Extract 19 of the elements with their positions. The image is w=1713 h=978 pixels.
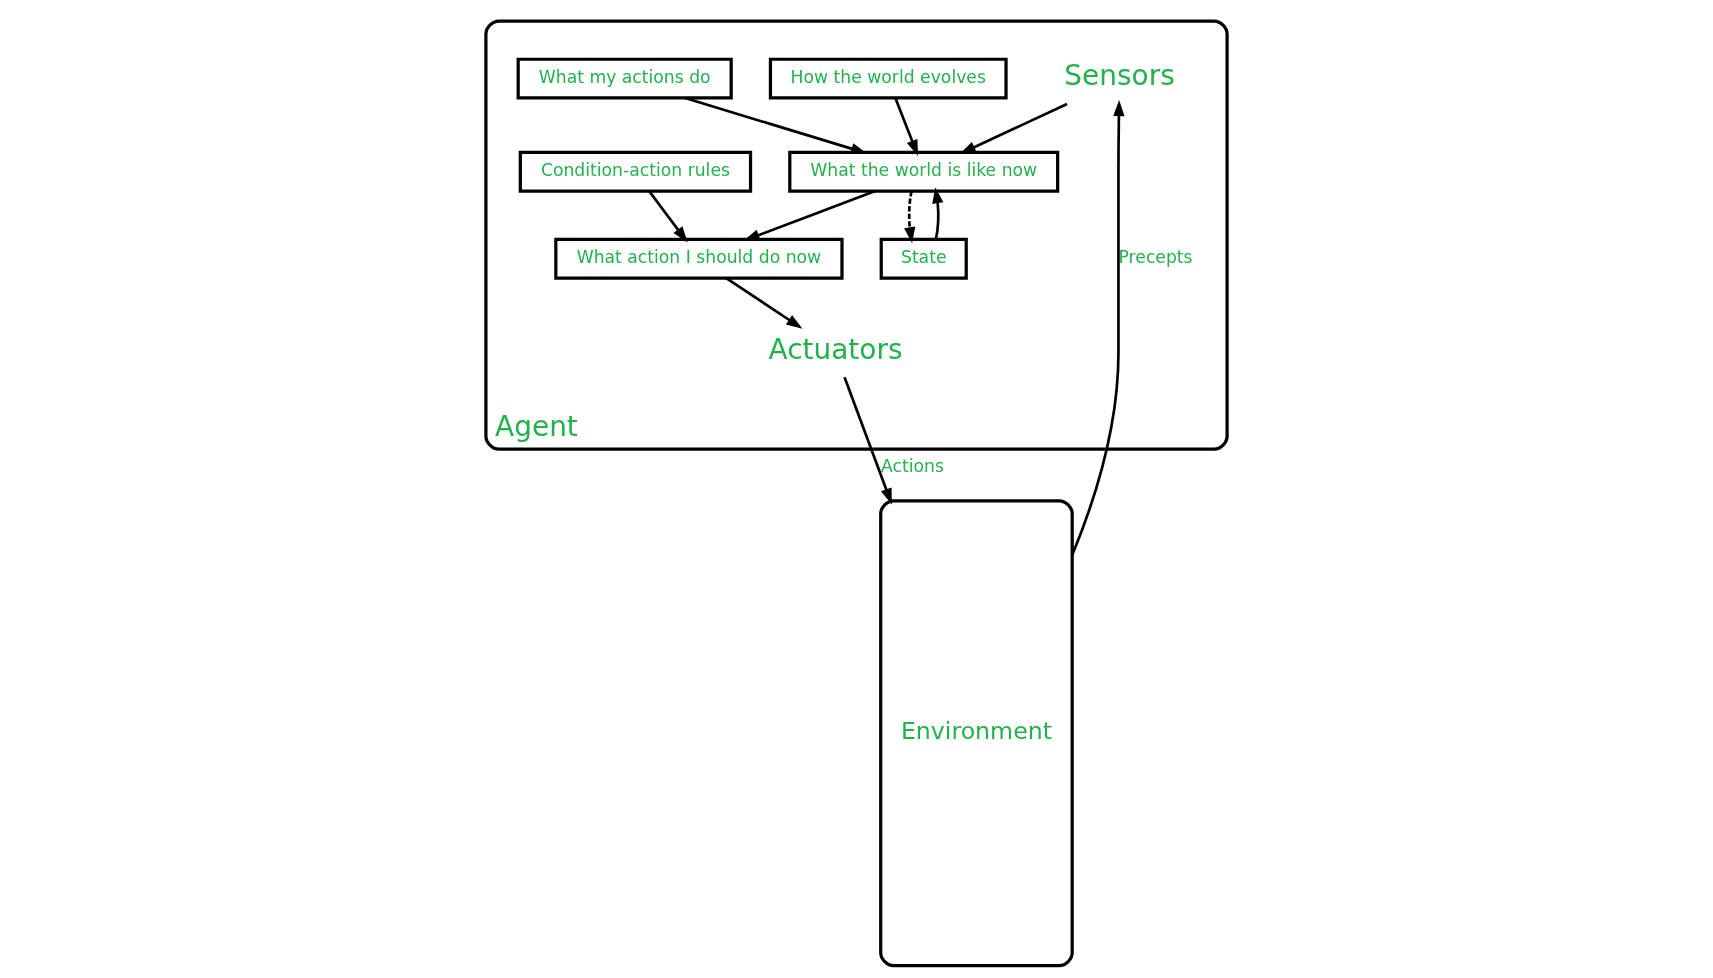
node-text: Sensors <box>1064 59 1175 93</box>
arrow <box>959 102 1068 154</box>
arrow <box>725 277 803 329</box>
arrow <box>843 376 892 505</box>
arrow <box>648 190 688 243</box>
edge-label: Actions <box>881 455 944 476</box>
node-box: Environment <box>879 499 1074 968</box>
node-box: How the world evolves <box>768 57 1008 100</box>
node-box: State <box>879 237 968 280</box>
node-box: What action I should do now <box>554 237 844 280</box>
edge-label: Precepts <box>1118 246 1193 267</box>
node-text: Actuators <box>768 332 903 366</box>
node-box: Condition-action rules <box>518 150 753 193</box>
node-box: What my actions do <box>516 57 733 100</box>
arrow <box>904 190 916 244</box>
arrow <box>1071 99 1125 556</box>
arrow <box>894 97 919 156</box>
node-box: What the world is like now <box>788 150 1060 193</box>
arrow <box>932 187 944 240</box>
